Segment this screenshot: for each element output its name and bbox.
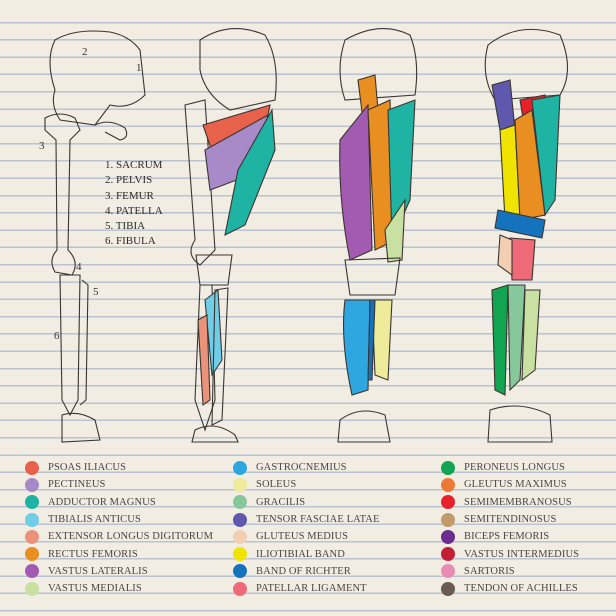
legend-label: BAND OF RICHTER xyxy=(256,565,351,577)
legend-swatch xyxy=(441,547,455,562)
legend-swatch xyxy=(233,529,247,544)
legend-label: GASTROCNEMIUS xyxy=(256,462,347,474)
legend-swatch xyxy=(233,460,247,475)
label-tibia: 5 xyxy=(93,286,99,298)
legend-item: RECTUS FEMORIS xyxy=(25,545,213,562)
legend-column: PSOAS ILIACUS PECTINEUS ADDUCTOR MAGNUS TIB… xyxy=(25,459,213,597)
legend-label: SOLEUS xyxy=(256,479,297,491)
muscle-leg-front xyxy=(337,28,418,443)
label-patella: 4 xyxy=(76,261,82,273)
legend-swatch xyxy=(25,564,39,579)
label-sacrum: 1 xyxy=(136,62,142,74)
legend-item: GRACILIS xyxy=(233,494,379,511)
legend-swatch xyxy=(441,564,455,579)
legend-item: GASTROCNEMIUS xyxy=(233,459,379,476)
legend-item: VASTUS LATERALIS xyxy=(25,563,213,580)
legend-column: GASTROCNEMIUS SOLEUS GRACILIS TENSOR FASCIA… xyxy=(233,459,379,597)
legend-item: ADDUCTOR MAGNUS xyxy=(25,494,213,511)
legend-swatch xyxy=(441,477,455,492)
legend-label: SEMITENDINOSUS xyxy=(464,514,557,526)
legend-item: GLEUTUS MAXIMUS xyxy=(441,476,579,493)
label-femur: 3 xyxy=(39,140,45,152)
legend-item: SOLEUS xyxy=(233,476,379,493)
legend-label: GRACILIS xyxy=(256,496,306,508)
legend-swatch xyxy=(25,460,39,475)
legend-label: TENDON OF ACHILLES xyxy=(464,583,578,595)
legend-label: ADDUCTOR MAGNUS xyxy=(48,496,156,508)
legend-swatch xyxy=(441,512,455,527)
legend-swatch xyxy=(441,529,455,544)
legend-swatch xyxy=(25,512,39,527)
legend-item: BICEPS FEMORIS xyxy=(441,528,579,545)
legend-swatch xyxy=(441,460,455,475)
bone-key-item: 3. FEMUR xyxy=(105,189,154,202)
legend-item: PATELLAR LIGAMENT xyxy=(233,580,379,597)
legend-item: TIBIALIS ANTICUS xyxy=(25,511,213,528)
legend-swatch xyxy=(233,564,247,579)
legend-item: TENSOR FASCIAE LATAE xyxy=(233,511,379,528)
legend-label: GLEUTUS MAXIMUS xyxy=(464,479,567,491)
muscle-leg-back xyxy=(484,28,568,443)
legend-label: VASTUS LATERALIS xyxy=(48,565,148,577)
legend-item: TENDON OF ACHILLES xyxy=(441,580,579,597)
legend-item: EXTENSOR LONGUS DIGITORUM xyxy=(25,528,213,545)
label-pelvis: 2 xyxy=(82,46,88,58)
legend-item: SEMITENDINOSUS xyxy=(441,511,579,528)
bone-key: 1. SACRUM 2. PELVIS 3. FEMUR 4. PATELLA … xyxy=(105,158,163,250)
legend-swatch xyxy=(25,581,39,596)
legend-swatch xyxy=(233,512,247,527)
legend-item: PECTINEUS xyxy=(25,476,213,493)
bone-key-item: 4. PATELLA xyxy=(105,204,163,217)
legend-swatch xyxy=(25,495,39,510)
bone-key-item: 2. PELVIS xyxy=(105,174,153,187)
legend-label: PSOAS ILIACUS xyxy=(48,462,127,474)
legend-item: BAND OF RICHTER xyxy=(233,563,379,580)
bone-key-item: 1. SACRUM xyxy=(105,159,163,171)
skeleton-leg xyxy=(44,30,146,443)
legend-swatch xyxy=(441,495,455,510)
legend-label: VASTUS MEDIALIS xyxy=(48,583,142,595)
muscle-leg-deep xyxy=(184,28,277,443)
legend-swatch xyxy=(441,581,455,596)
legend-label: RECTUS FEMORIS xyxy=(48,548,138,560)
legend-label: EXTENSOR LONGUS DIGITORUM xyxy=(48,531,214,543)
legend-label: GLUTEUS MEDIUS xyxy=(256,531,349,543)
legend-swatch xyxy=(25,477,39,492)
legend-label: PERONEUS LONGUS xyxy=(464,462,565,474)
legend-label: VASTUS INTERMEDIUS xyxy=(464,548,580,560)
legend-swatch xyxy=(233,547,247,562)
bone-key-item: 5. TIBIA xyxy=(105,220,146,233)
legend-item: SEMIMEMBRANOSUS xyxy=(441,494,579,511)
legend-item: ILIOTIBIAL BAND xyxy=(233,545,379,562)
legend-swatch xyxy=(233,477,247,492)
label-fibula: 6 xyxy=(54,330,60,342)
legend-label: TENSOR FASCIAE LATAE xyxy=(256,514,380,526)
legend-label: ILIOTIBIAL BAND xyxy=(256,548,345,560)
legend-label: SEMIMEMBRANOSUS xyxy=(464,496,572,508)
legend-label: PECTINEUS xyxy=(48,479,106,491)
legend-item: SARTORIS xyxy=(441,563,579,580)
legend-label: TIBIALIS ANTICUS xyxy=(48,514,141,526)
legend-label: SARTORIS xyxy=(464,565,515,577)
legend-label: PATELLAR LIGAMENT xyxy=(256,583,367,595)
legend-item: PERONEUS LONGUS xyxy=(441,459,579,476)
legend-swatch xyxy=(25,529,39,544)
legend-swatch xyxy=(233,581,247,596)
legend-swatch xyxy=(233,495,247,510)
legend-item: GLUTEUS MEDIUS xyxy=(233,528,379,545)
legend-item: PSOAS ILIACUS xyxy=(25,459,213,476)
legend-item: VASTUS MEDIALIS xyxy=(25,580,213,597)
legend-item: VASTUS INTERMEDIUS xyxy=(441,545,579,562)
legend-column: PERONEUS LONGUS GLEUTUS MAXIMUS SEMIMEMBRA… xyxy=(441,459,579,597)
leg-anatomy-illustration: 2 1 3 4 5 6 xyxy=(39,28,568,443)
legend-label: BICEPS FEMORIS xyxy=(464,531,550,543)
bone-key-item: 6. FIBULA xyxy=(105,235,156,248)
legend-swatch xyxy=(25,547,39,562)
